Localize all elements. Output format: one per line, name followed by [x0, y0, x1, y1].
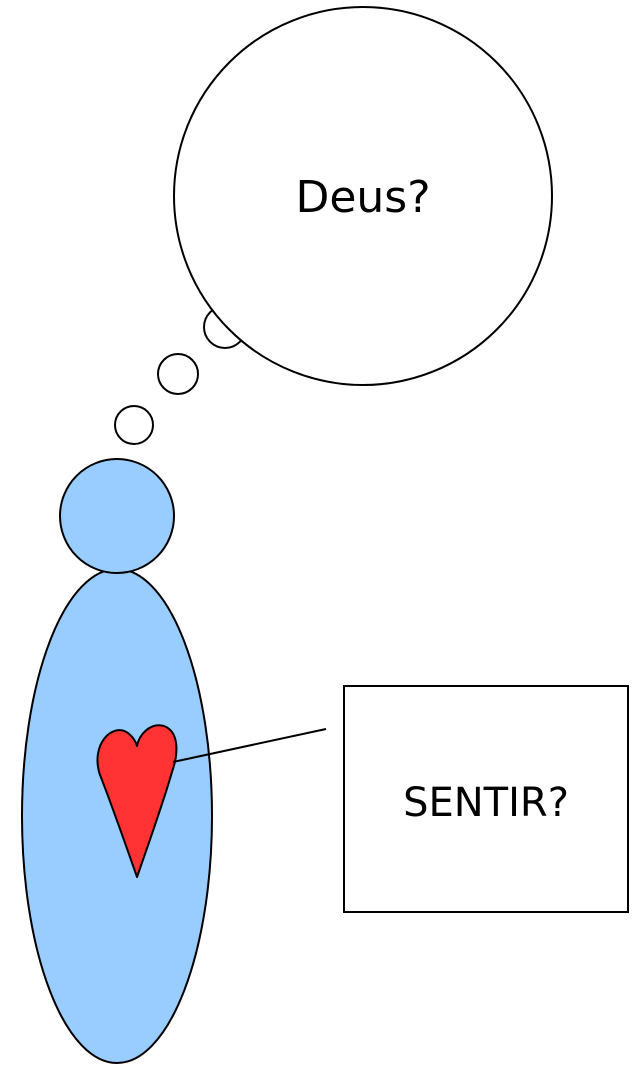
thought-dot-small — [115, 406, 153, 444]
callout-box-text: SENTIR? — [403, 780, 569, 826]
figure-head — [60, 459, 174, 573]
thought-bubble-text: Deus? — [295, 172, 430, 223]
thought-dot-medium — [158, 354, 198, 394]
